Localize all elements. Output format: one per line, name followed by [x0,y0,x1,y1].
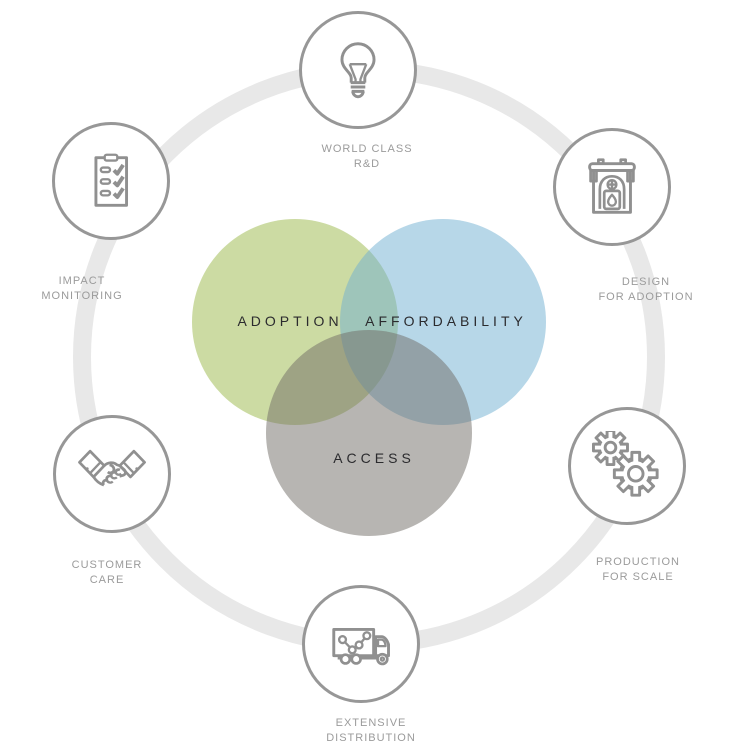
node-label-line2: MONITORING [41,290,123,302]
node-label-world-class-rd: WORLD CLASS R&D [321,142,412,172]
node-label-line2: R&D [353,158,381,170]
venn-circle-access [266,330,472,536]
node-label-extensive-distribution: EXTENSIVE DISTRIBUTION [326,716,416,746]
node-design-for-adoption [553,128,671,246]
node-label-line1: PRODUCTION [596,556,680,568]
venn-label-adoption: ADOPTION [237,313,343,329]
venn-label-access: ACCESS [333,450,415,466]
node-label-impact-monitoring: IMPACT MONITORING [41,274,122,304]
node-label-line1: DESIGN [621,276,671,288]
node-extensive-distribution [302,585,420,703]
gears-icon [592,431,659,497]
node-label-line1: WORLD CLASS [321,143,413,155]
cookstove-icon [588,158,636,214]
node-label-line1: IMPACT [58,275,106,287]
node-world-class-rd [299,11,417,129]
checklist-icon [94,153,129,207]
node-label-line2: FOR SCALE [602,571,674,583]
node-label-line2: DISTRIBUTION [326,732,416,744]
handshake-icon [78,449,146,487]
node-label-design-for-adoption: DESIGN FOR ADOPTION [598,275,693,305]
node-label-line2: CARE [89,574,125,586]
node-impact-monitoring [52,122,170,240]
node-label-line2: FOR ADOPTION [598,291,694,303]
node-label-line1: EXTENSIVE [335,717,407,729]
node-label-customer-care: CUSTOMER CARE [72,558,143,588]
venn-label-affordability: AFFORDABILITY [365,313,527,329]
node-customer-care [53,415,171,533]
node-label-production-for-scale: PRODUCTION FOR SCALE [596,555,680,585]
lightbulb-icon [340,42,376,99]
node-production-for-scale [568,407,686,525]
node-label-line1: CUSTOMER [71,559,143,571]
truck-icon [332,627,390,666]
